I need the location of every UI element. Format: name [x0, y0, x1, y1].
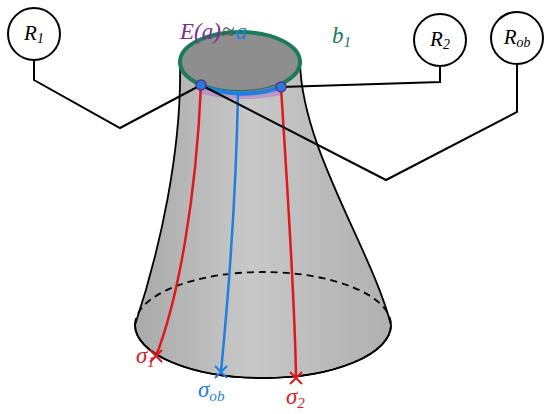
endpoint-dot [276, 82, 286, 92]
operator-circle: R1 [6, 6, 62, 62]
bottom-front-arc [135, 325, 391, 378]
circle-outline [8, 8, 60, 60]
r1-wire [34, 60, 201, 128]
cross-mark [290, 372, 302, 384]
operator-circle: Rob [489, 10, 545, 66]
cone-body [135, 62, 391, 378]
interval-a [201, 85, 281, 94]
operator-label: R2 [430, 27, 450, 53]
region-label: E(a) [180, 20, 221, 43]
curve-label: σ2 [286, 385, 305, 410]
approx-sign: ≈ [222, 20, 235, 43]
cross-mark [215, 366, 227, 378]
interval-label: a [236, 20, 248, 43]
operator-circle: R2 [412, 12, 468, 68]
operator-label: Rob [504, 25, 531, 51]
sigma1-curve [156, 85, 201, 356]
curve-label: σob [198, 378, 225, 403]
rob-wire [201, 64, 517, 180]
operator-label: R1 [24, 21, 44, 47]
circle-outline [414, 14, 466, 66]
r2-wire [281, 66, 440, 87]
boundary-label: b1 [332, 24, 351, 49]
endpoint-dot [196, 80, 206, 90]
curve-label: σ1 [136, 344, 155, 369]
sigma-ob-curve [221, 92, 238, 372]
circle-outline [491, 12, 543, 64]
